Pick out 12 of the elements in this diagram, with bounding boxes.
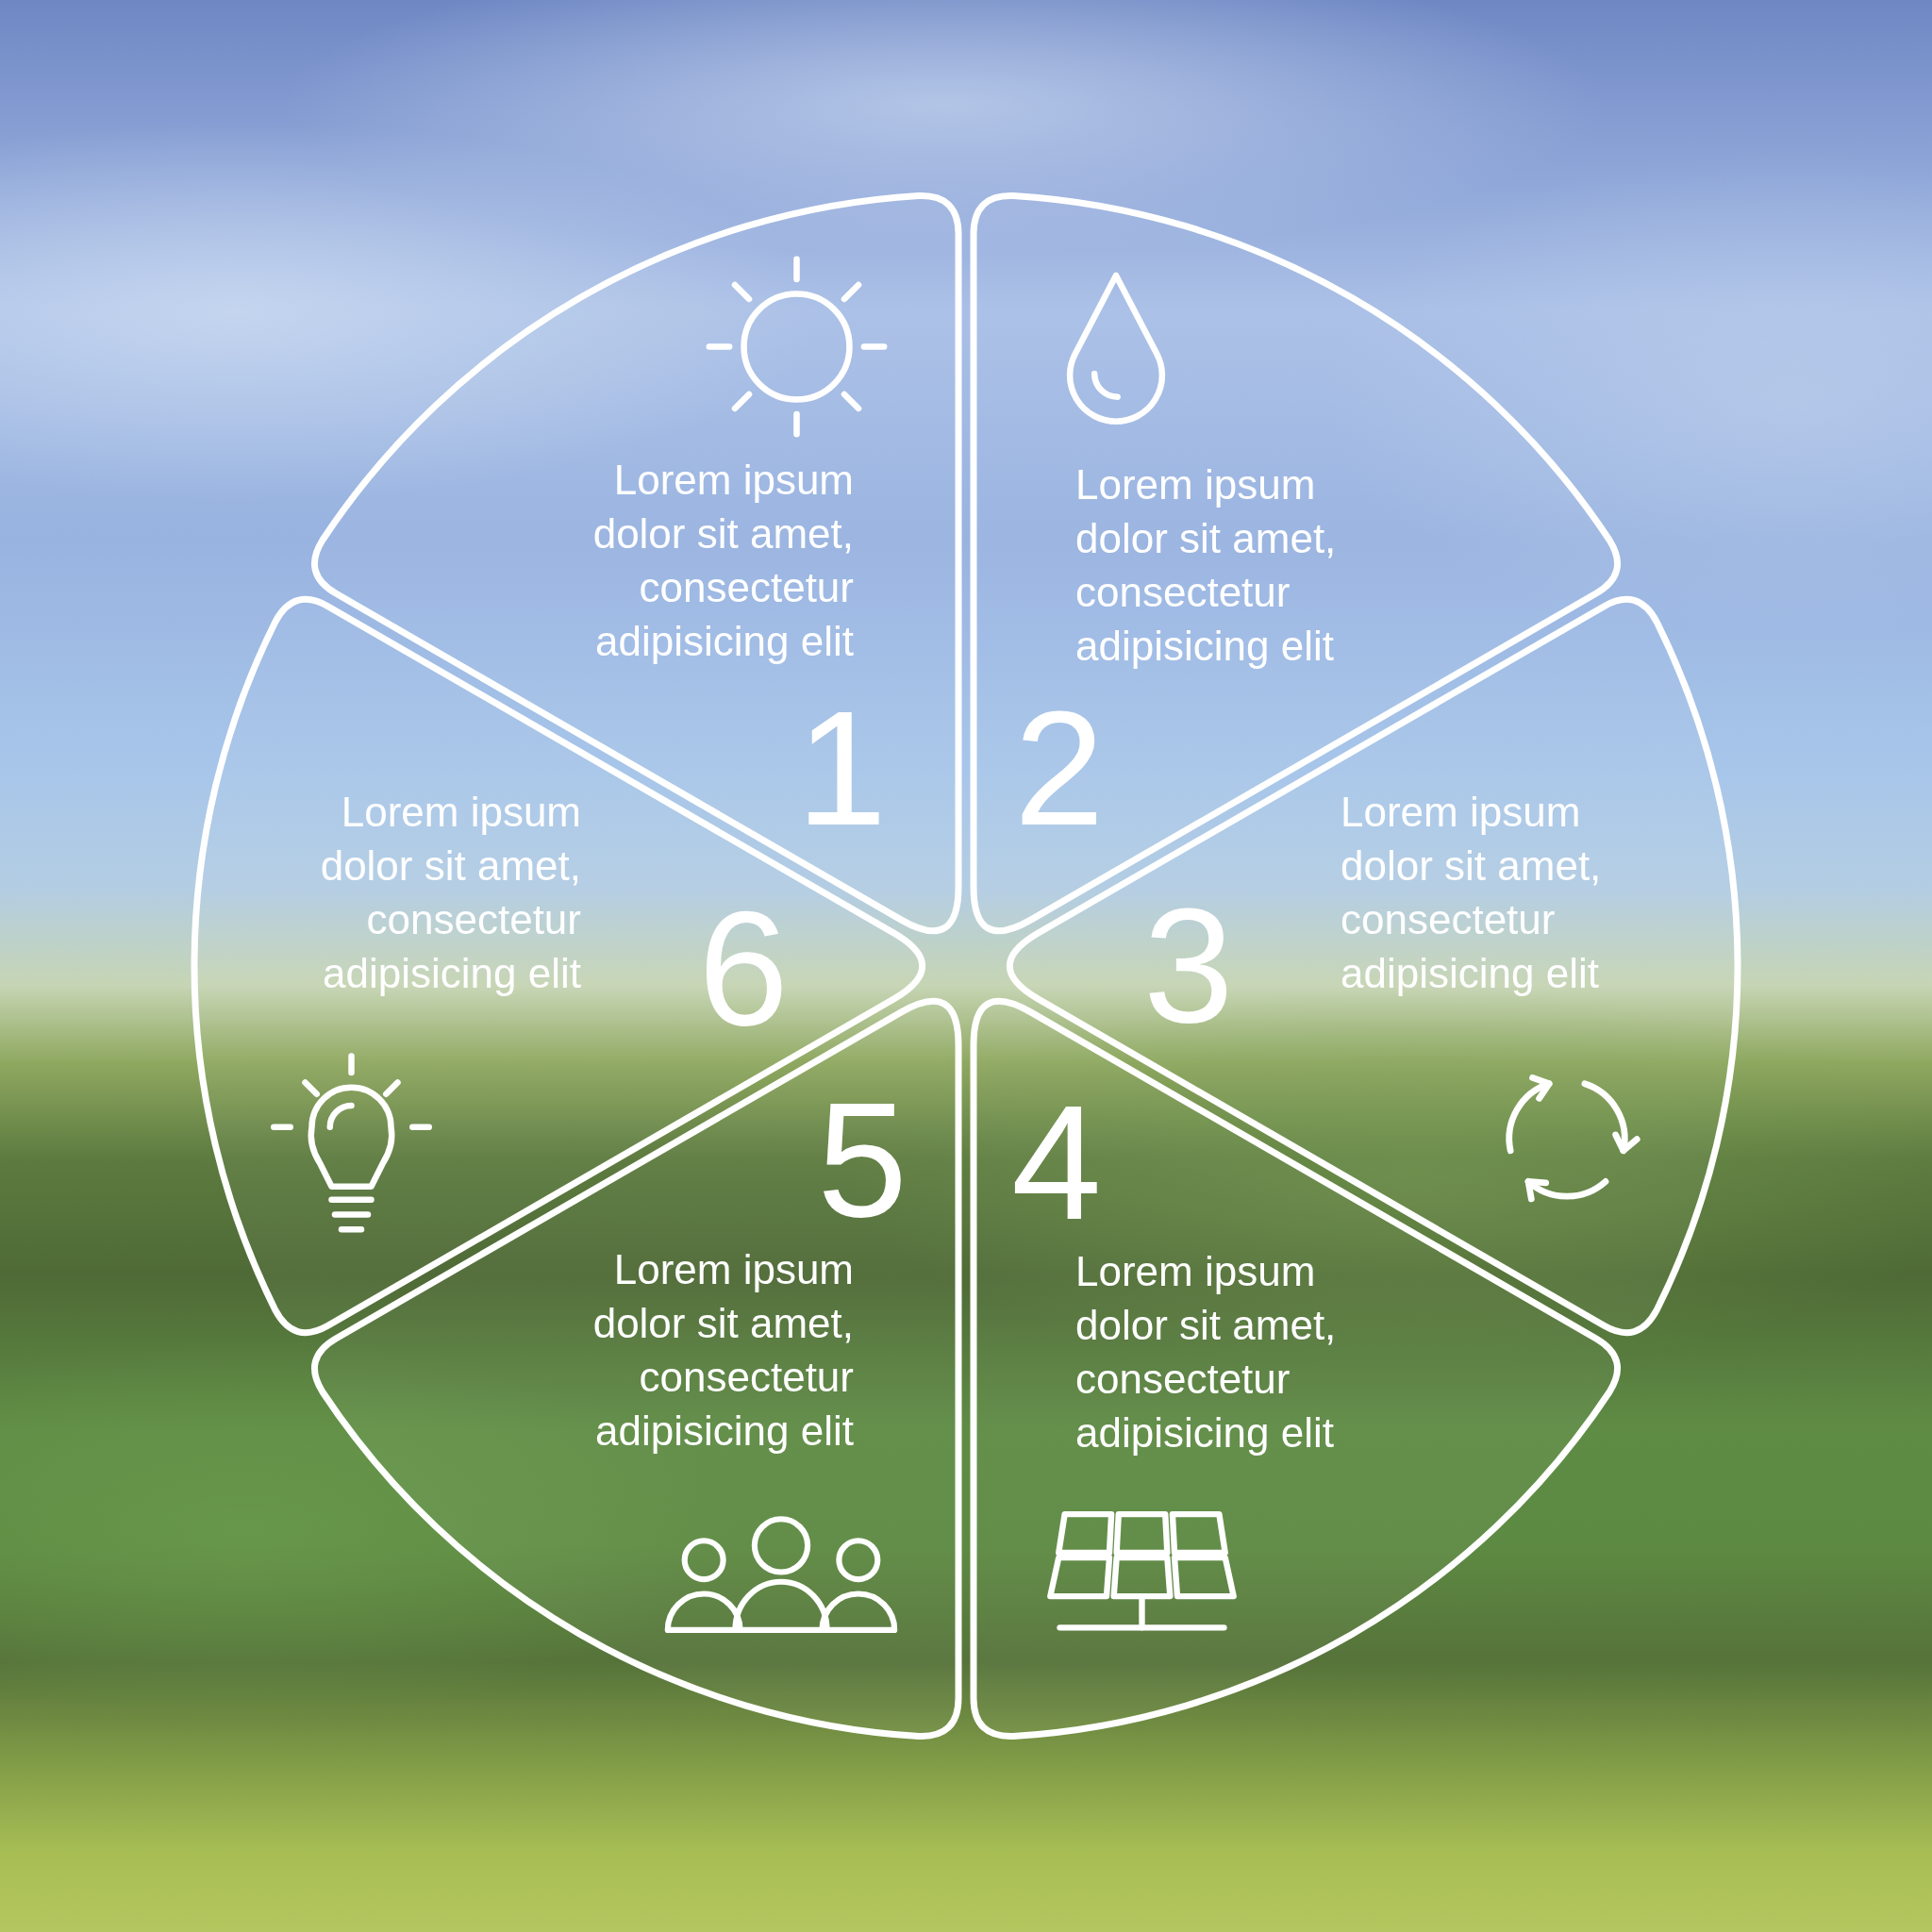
step-number: 3 [1143,884,1234,1046]
description-text: Lorem ipsum dolor sit amet, consectetur adipisicing elit [1075,1247,1338,1457]
description-text: Lorem ipsum dolor sit amet, consectetur adipisicing elit [591,456,854,666]
step-number: 1 [796,687,887,849]
description-text: Lorem ipsum dolor sit amet, consectetur adipisicing elit [1341,788,1603,998]
step-number: 2 [1014,687,1105,849]
step-number: 4 [1011,1081,1102,1243]
description-text: Lorem ipsum dolor sit amet, consectetur adipisicing elit [1075,460,1338,671]
step-number: 6 [698,887,789,1049]
step-number: 5 [817,1078,908,1241]
description-text: Lorem ipsum dolor sit amet, consectetur adipisicing elit [591,1245,854,1456]
description-text: Lorem ipsum dolor sit amet, consectetur adipisicing elit [319,788,581,998]
